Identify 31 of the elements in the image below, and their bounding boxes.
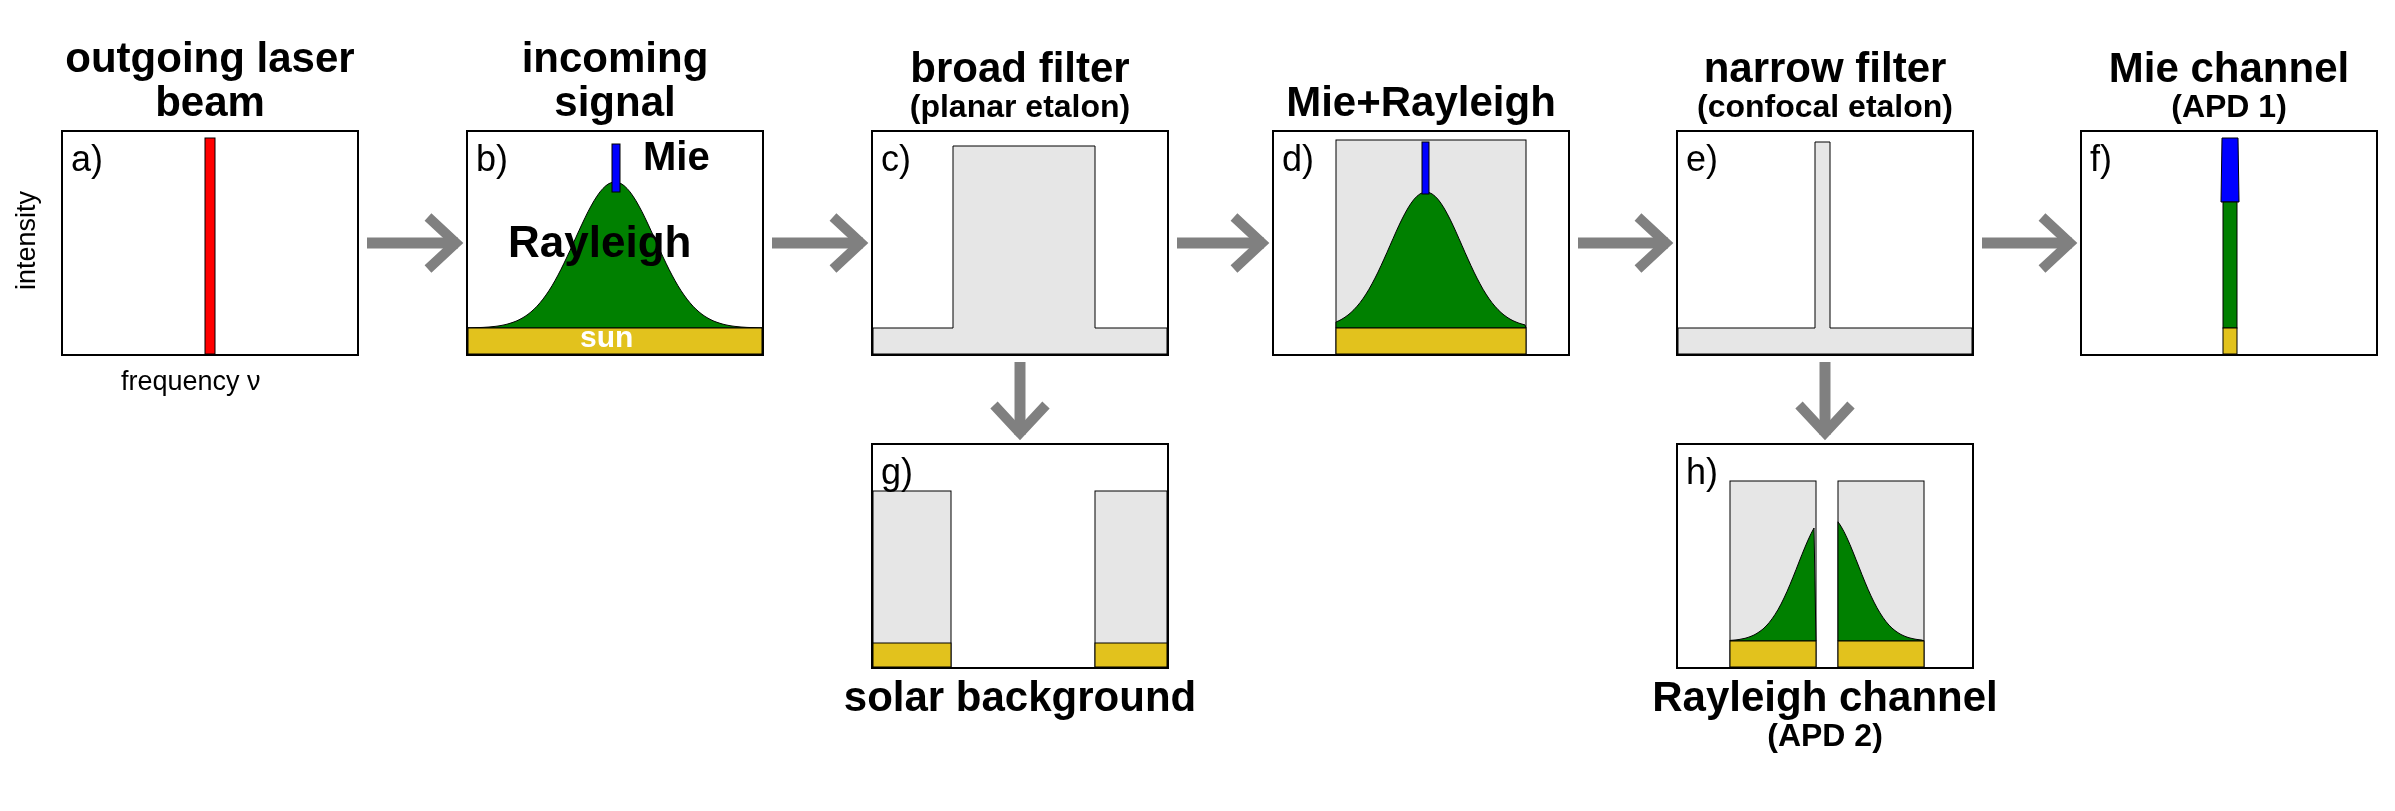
line-label: Mie <box>643 136 710 176</box>
panel-title: solar background <box>843 675 1197 720</box>
panel-title: outgoing laser beam <box>64 35 356 124</box>
arrow <box>1794 362 1856 438</box>
panel-title: incoming signal <box>520 35 710 124</box>
line-label: sun <box>580 322 634 352</box>
panel-letter: b) <box>476 138 508 180</box>
arrow <box>989 362 1051 438</box>
panel-title: narrow filter <box>1703 46 1947 91</box>
panel-title: Mie channel <box>2108 46 2350 91</box>
panel-subtitle: (APD 1) <box>2171 90 2287 124</box>
arrow <box>367 212 461 274</box>
panel-title: Mie+Rayleigh <box>1286 79 1556 124</box>
panel-letter: f) <box>2090 138 2112 180</box>
arrow <box>1578 212 1671 274</box>
axis-label: frequency ν <box>121 366 261 397</box>
panel-title: broad filter <box>910 46 1130 91</box>
panel-letter: a) <box>71 138 103 180</box>
axis-label: intensity <box>11 190 43 291</box>
panel-title: Rayleigh channel <box>1652 675 1998 720</box>
arrow <box>772 212 866 274</box>
arrow <box>1982 212 2075 274</box>
panel-letter: g) <box>881 451 913 493</box>
panel-subtitle: (APD 2) <box>1767 719 1883 753</box>
panel-subtitle: (confocal etalon) <box>1697 90 1953 124</box>
panel-letter: d) <box>1282 138 1314 180</box>
panel-subtitle: (planar etalon) <box>909 90 1131 124</box>
panel-letter: h) <box>1686 451 1718 493</box>
panel-letter: e) <box>1686 138 1718 180</box>
arrow <box>1177 212 1267 274</box>
panel-letter: c) <box>881 138 911 180</box>
